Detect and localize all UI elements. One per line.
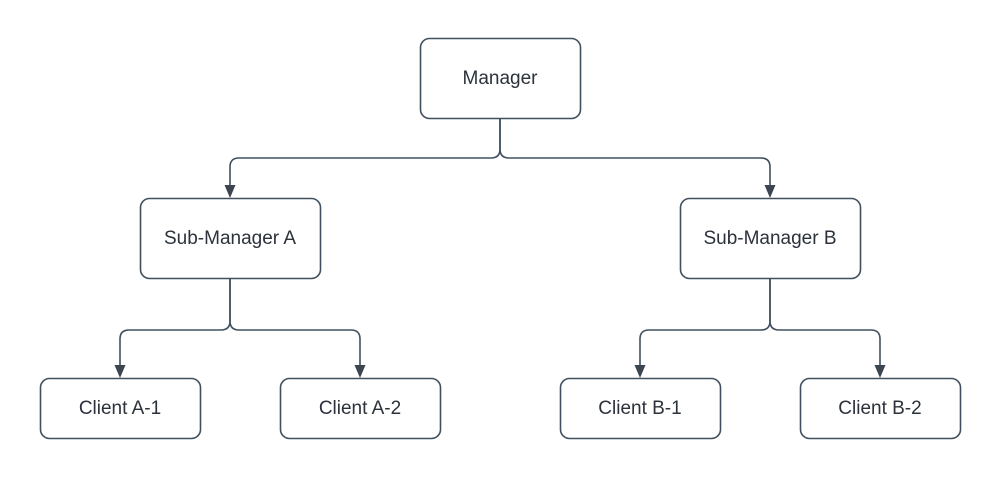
connector-layer bbox=[114, 117, 886, 378]
arrowhead-submgr-b-to-client-b1 bbox=[634, 365, 646, 378]
node-client_b1[interactable]: Client B-1 bbox=[559, 377, 722, 440]
connector-manager-to-submgr-a bbox=[229, 117, 501, 186]
node-client_a2[interactable]: Client A-2 bbox=[279, 377, 442, 440]
node-label-submgr_b: Sub-Manager B bbox=[703, 228, 836, 249]
node-label-client_b1: Client B-1 bbox=[598, 398, 681, 419]
node-box-client_b2[interactable] bbox=[799, 377, 962, 440]
arrowhead-manager-to-submgr-a bbox=[224, 185, 236, 198]
arrowhead-submgr-a-to-client-a2 bbox=[354, 365, 366, 378]
node-box-submgr_a[interactable] bbox=[139, 197, 322, 280]
arrowhead-submgr-b-to-client-b2 bbox=[874, 365, 886, 378]
node-box-client_a2[interactable] bbox=[279, 377, 442, 440]
node-box-client_a1[interactable] bbox=[39, 377, 202, 440]
connector-submgr-b-to-client-b1 bbox=[639, 277, 771, 366]
node-label-client_a2: Client A-2 bbox=[319, 398, 401, 419]
node-label-manager: Manager bbox=[463, 68, 539, 89]
node-manager[interactable]: Manager bbox=[419, 37, 582, 120]
node-label-submgr_a: Sub-Manager A bbox=[164, 228, 296, 249]
arrowhead-manager-to-submgr-b bbox=[764, 185, 776, 198]
node-label-client_a1: Client A-1 bbox=[79, 398, 161, 419]
node-client_b2[interactable]: Client B-2 bbox=[799, 377, 962, 440]
node-label-client_b2: Client B-2 bbox=[838, 398, 921, 419]
node-box-submgr_b[interactable] bbox=[679, 197, 862, 280]
node-submgr_a[interactable]: Sub-Manager A bbox=[139, 197, 322, 280]
connector-manager-to-submgr-b bbox=[499, 117, 771, 186]
node-submgr_b[interactable]: Sub-Manager B bbox=[679, 197, 862, 280]
arrowhead-submgr-a-to-client-a1 bbox=[114, 365, 126, 378]
node-box-client_b1[interactable] bbox=[559, 377, 722, 440]
connector-submgr-a-to-client-a1 bbox=[119, 277, 231, 366]
node-box-manager[interactable] bbox=[419, 37, 582, 120]
connector-submgr-a-to-client-a2 bbox=[229, 277, 361, 366]
connector-submgr-b-to-client-b2 bbox=[769, 277, 881, 366]
node-client_a1[interactable]: Client A-1 bbox=[39, 377, 202, 440]
